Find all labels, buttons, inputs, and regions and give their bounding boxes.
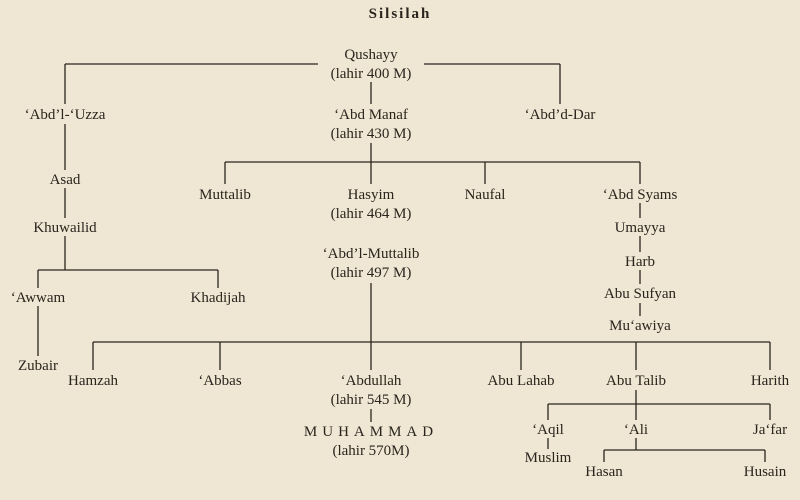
node-name: Mu‘awiya: [609, 318, 671, 334]
node-name: ‘Abd’d-Dar: [524, 107, 596, 123]
node-muttalib: Muttalib: [199, 186, 251, 205]
node-abd-dar: ‘Abd’d-Dar: [525, 106, 596, 125]
node-name: Umayya: [614, 220, 666, 236]
node-abd-uzza: ‘Abd’l-‘Uzza: [25, 106, 106, 125]
node-abu-talib: Abu Talib: [606, 372, 666, 391]
node-hamzah: Hamzah: [68, 372, 118, 391]
node-name: Khadijah: [190, 290, 246, 306]
node-hasyim: Hasyim (lahir 464 M): [331, 186, 412, 224]
node-harb: Harb: [625, 253, 655, 272]
node-name: Harith: [750, 373, 790, 389]
node-abd-muttalib: ‘Abd’l-Muttalib (lahir 497 M): [323, 245, 420, 283]
node-name: Qushayy: [344, 47, 398, 63]
node-name: ‘Abd’l-‘Uzza: [24, 107, 106, 123]
node-abd-manaf: ‘Abd Manaf (lahir 430 M): [331, 106, 412, 144]
node-name: ‘Ali: [623, 422, 649, 438]
node-name: Asad: [49, 172, 81, 188]
node-name: MUHAMMAD: [303, 424, 439, 440]
node-muslim: Muslim: [525, 449, 572, 468]
node-aqil: ‘Aqil: [532, 421, 564, 440]
node-name: ‘Abbas: [198, 373, 242, 389]
node-name: ‘Awwam: [10, 290, 66, 306]
node-naufal: Naufal: [465, 186, 506, 205]
node-abbas: ‘Abbas: [198, 372, 241, 391]
node-qushayy: Qushayy (lahir 400 M): [331, 46, 412, 84]
node-name: Hasan: [585, 464, 623, 480]
node-umayya: Umayya: [615, 219, 666, 238]
node-asad: Asad: [50, 171, 81, 190]
node-name: Husain: [743, 464, 787, 480]
node-abu-sufyan: Abu Sufyan: [604, 285, 676, 304]
node-name: Muttalib: [199, 187, 251, 203]
node-zubair: Zubair: [18, 357, 58, 376]
node-husain: Husain: [744, 463, 787, 482]
node-name: ‘Abd Manaf: [334, 107, 408, 123]
node-birth: (lahir 545 M): [330, 392, 412, 408]
node-name: ‘Aqil: [532, 422, 564, 438]
node-khuwailid: Khuwailid: [33, 219, 96, 238]
node-name: Abu Lahab: [487, 373, 555, 389]
node-name: ‘Abdullah: [340, 373, 402, 389]
node-birth: (lahir 430 M): [330, 126, 412, 142]
node-muhammad: MUHAMMAD (lahir 570M): [304, 423, 438, 461]
node-name: Harb: [625, 254, 655, 270]
node-ali: ‘Ali: [624, 421, 648, 440]
node-abdullah: ‘Abdullah (lahir 545 M): [331, 372, 412, 410]
node-name: Hamzah: [68, 373, 118, 389]
node-name: Muslim: [524, 450, 572, 466]
node-name: Zubair: [18, 358, 58, 374]
node-name: Khuwailid: [33, 220, 97, 236]
node-jafar: Ja‘far: [753, 421, 787, 440]
node-hasan: Hasan: [585, 463, 623, 482]
node-abu-lahab: Abu Lahab: [487, 372, 554, 391]
node-name: Ja‘far: [752, 422, 788, 438]
node-birth: (lahir 464 M): [330, 206, 412, 222]
node-name: ‘Abd Syams: [602, 187, 678, 203]
diagram-title: Silsilah: [368, 6, 432, 22]
node-awwam: ‘Awwam: [11, 289, 65, 308]
node-name: ‘Abd’l-Muttalib: [322, 246, 420, 262]
node-abd-syams: ‘Abd Syams: [603, 186, 678, 205]
node-birth: (lahir 570M): [332, 443, 410, 459]
node-muawiya: Mu‘awiya: [609, 317, 671, 336]
node-name: Naufal: [464, 187, 506, 203]
node-name: Abu Talib: [606, 373, 666, 389]
node-name: Hasyim: [347, 187, 395, 203]
node-harith: Harith: [751, 372, 789, 391]
node-birth: (lahir 497 M): [330, 265, 412, 281]
node-name: Abu Sufyan: [603, 286, 677, 302]
node-khadijah: Khadijah: [191, 289, 246, 308]
node-birth: (lahir 400 M): [330, 66, 412, 82]
